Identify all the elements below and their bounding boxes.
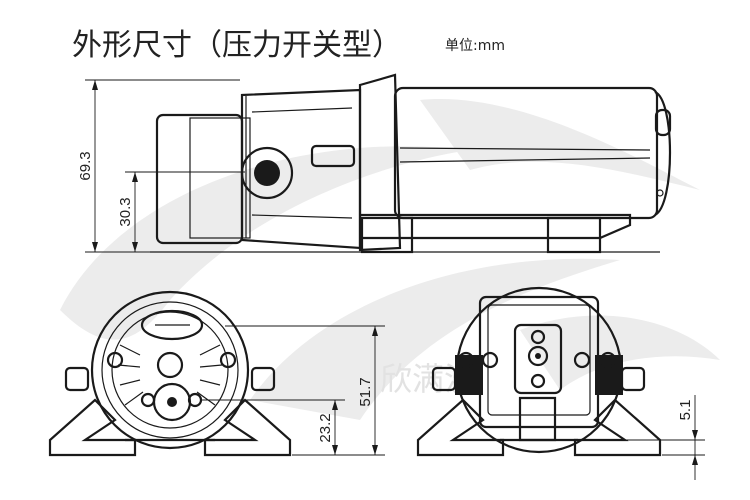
inlet-port-hole <box>254 160 280 186</box>
rear-right-screw <box>599 351 617 369</box>
motor-rear-cap <box>654 90 672 216</box>
front-foot <box>360 216 414 254</box>
rear-terminal <box>654 108 672 137</box>
page-title: 外形尺寸（压力开关型） <box>72 28 402 63</box>
dim-side-total-height: 69.3 <box>77 151 94 180</box>
screw-left <box>106 351 124 369</box>
dim-front-total-height: 51.7 <box>357 377 374 406</box>
front-right-port <box>250 366 276 392</box>
front-dimensions: 51.7 23.2 <box>200 325 385 456</box>
pump-head-inner-block <box>189 117 251 239</box>
side-dimensions: 69.3 30.3 <box>77 79 245 253</box>
rear-switch-body <box>518 396 557 442</box>
dim-front-port-height: 23.2 <box>317 413 334 442</box>
rear-right-clamp <box>595 355 623 395</box>
front-right-foot <box>203 398 292 457</box>
motor-housing <box>393 86 659 220</box>
rear-dimensions: 5.1 <box>545 395 705 480</box>
rear-foot <box>546 216 602 254</box>
rear-screw-top <box>530 329 546 345</box>
rear-left-port <box>431 366 457 392</box>
base-rail <box>360 213 632 240</box>
pressure-switch-stub <box>310 144 356 168</box>
side-view <box>150 73 672 254</box>
screw-right <box>219 351 237 369</box>
screw-bottom-left <box>140 392 156 408</box>
front-top-oval <box>140 309 204 341</box>
dim-side-inlet-height: 30.3 <box>117 197 134 226</box>
rear-screw-bottom <box>530 373 546 389</box>
front-radial-fins <box>117 344 223 406</box>
rear-right-screw-2 <box>573 351 591 369</box>
rear-left-foot <box>416 398 505 457</box>
rear-left-screw-2 <box>481 351 499 369</box>
rear-left-screw <box>457 351 475 369</box>
inlet-port-outer <box>240 146 294 200</box>
front-center-hub <box>156 351 184 379</box>
rear-terminal-block <box>513 323 563 395</box>
front-left-port <box>64 366 90 392</box>
rear-center-terminal <box>527 345 549 367</box>
front-left-foot <box>48 398 137 457</box>
dim-rear-foot-height: 5.1 <box>677 400 694 421</box>
front-outer-ring <box>90 290 250 450</box>
rear-right-port <box>620 366 646 392</box>
motor-front-flange <box>358 73 402 252</box>
unit-label: 单位:mm <box>445 38 505 54</box>
rear-right-foot <box>573 398 662 457</box>
